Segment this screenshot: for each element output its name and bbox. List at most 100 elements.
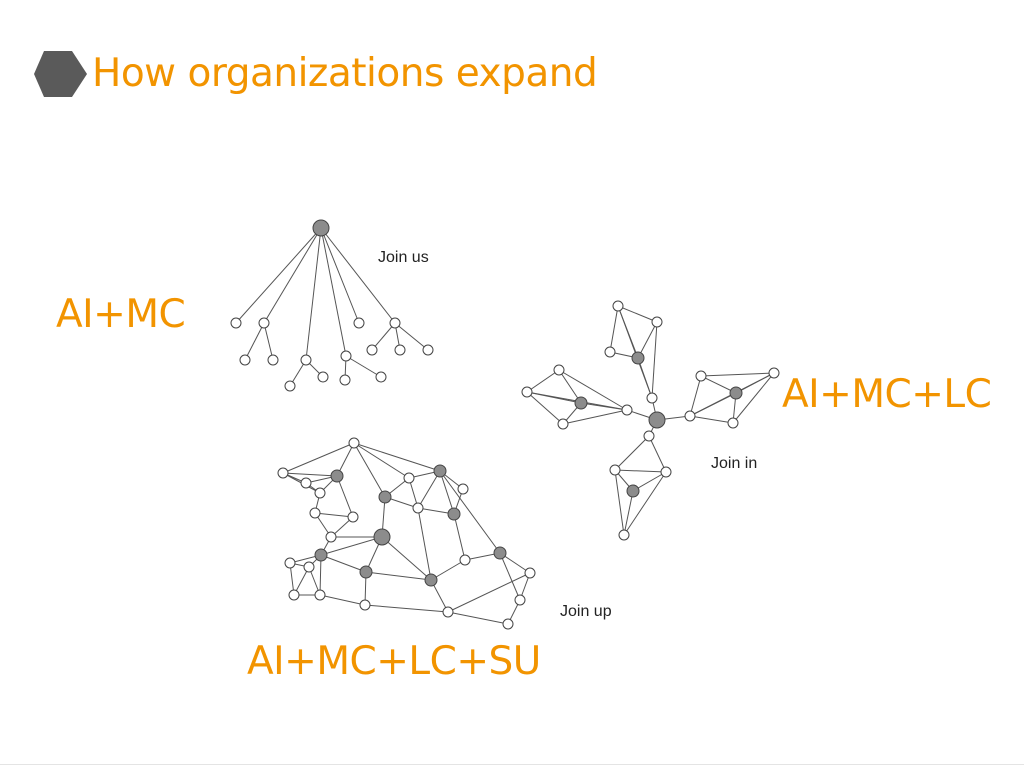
network-hub-node [424, 573, 438, 587]
network-edge [614, 435, 650, 471]
network-edge [617, 305, 658, 323]
network-join-up [277, 437, 536, 630]
network-node [524, 567, 536, 579]
network-node [553, 364, 565, 376]
network-hub-node [330, 469, 344, 483]
network-node [651, 316, 663, 328]
network-edge [353, 442, 410, 479]
network-edge [345, 355, 382, 378]
network-edge [732, 372, 775, 424]
network-node [267, 354, 279, 366]
hexagon-bullet-icon [34, 51, 87, 97]
network-edge [453, 513, 466, 561]
network-edge [689, 415, 734, 424]
network-edge [558, 369, 628, 411]
network-edge [526, 391, 564, 425]
network-edge [353, 442, 441, 472]
network-edge [319, 594, 366, 606]
network-node [727, 417, 739, 429]
network-node [514, 594, 526, 606]
formula-label-ai-mc: AI+MC [56, 292, 186, 337]
network-edge [282, 472, 338, 477]
network-node [348, 437, 360, 449]
network-edge [623, 490, 634, 536]
network-hub-node [314, 548, 328, 562]
network-node [359, 599, 371, 611]
network-node [389, 317, 401, 329]
network-edge [648, 435, 667, 473]
footer-divider [0, 764, 1024, 765]
network-edge [447, 611, 509, 625]
network-node [442, 606, 454, 618]
network-node [457, 483, 469, 495]
network-node [284, 380, 296, 392]
network-edge [263, 227, 322, 324]
network-edge [637, 321, 658, 359]
network-node [422, 344, 434, 356]
network-node [768, 367, 780, 379]
network-node [317, 371, 329, 383]
network-node [643, 430, 655, 442]
network-edge [320, 227, 360, 324]
network-node [612, 300, 624, 312]
network-node [347, 511, 359, 523]
network-hub-node [648, 411, 666, 429]
formula-label-ai-mc-lc-su: AI+MC+LC+SU [247, 639, 541, 684]
network-edge [365, 571, 432, 581]
network-edge [371, 322, 396, 351]
caption-join-up: Join up [560, 603, 612, 620]
network-node [557, 418, 569, 430]
network-hub-node [631, 351, 645, 365]
network-edge [614, 469, 667, 473]
network-node [340, 350, 352, 362]
network-edge [609, 305, 619, 353]
network-edge [700, 372, 775, 377]
network-hub-node [373, 528, 391, 546]
network-edge [614, 469, 625, 536]
network-edge [244, 322, 265, 361]
network-edge [282, 442, 355, 474]
network-hub-node [574, 396, 588, 410]
network-edge [320, 227, 347, 357]
network-hub-node [378, 490, 392, 504]
network-node [621, 404, 633, 416]
network-node [618, 529, 630, 541]
network-edge [394, 322, 429, 351]
network-node [459, 554, 471, 566]
network-edge [637, 357, 653, 399]
network-node [684, 410, 696, 422]
network-node [325, 531, 337, 543]
network-node [353, 317, 365, 329]
network-node [609, 464, 621, 476]
network-node [309, 507, 321, 519]
network-hub-node [312, 219, 330, 237]
network-node [366, 344, 378, 356]
network-hub-node [433, 464, 447, 478]
network-edge [526, 391, 582, 404]
network-node [303, 561, 315, 573]
network-node [230, 317, 242, 329]
network-edge [336, 475, 354, 518]
network-edge [320, 554, 367, 573]
network-edge [381, 536, 432, 581]
network-node [314, 487, 326, 499]
network-node [394, 344, 406, 356]
network-node [502, 618, 514, 630]
network-edge [320, 227, 396, 324]
formula-label-ai-mc-lc: AI+MC+LC [782, 372, 992, 417]
network-edge [499, 552, 521, 601]
network-node [604, 346, 616, 358]
network-node [258, 317, 270, 329]
network-edge [320, 536, 383, 556]
network-edge [526, 369, 560, 393]
network-edge [439, 470, 501, 554]
network-edge [430, 559, 466, 581]
network-node [521, 386, 533, 398]
network-edge [558, 369, 582, 404]
network-node [277, 467, 289, 479]
network-edge [417, 507, 432, 581]
network-hub-node [729, 386, 743, 400]
network-edge [623, 471, 667, 536]
network-edge [235, 227, 322, 324]
